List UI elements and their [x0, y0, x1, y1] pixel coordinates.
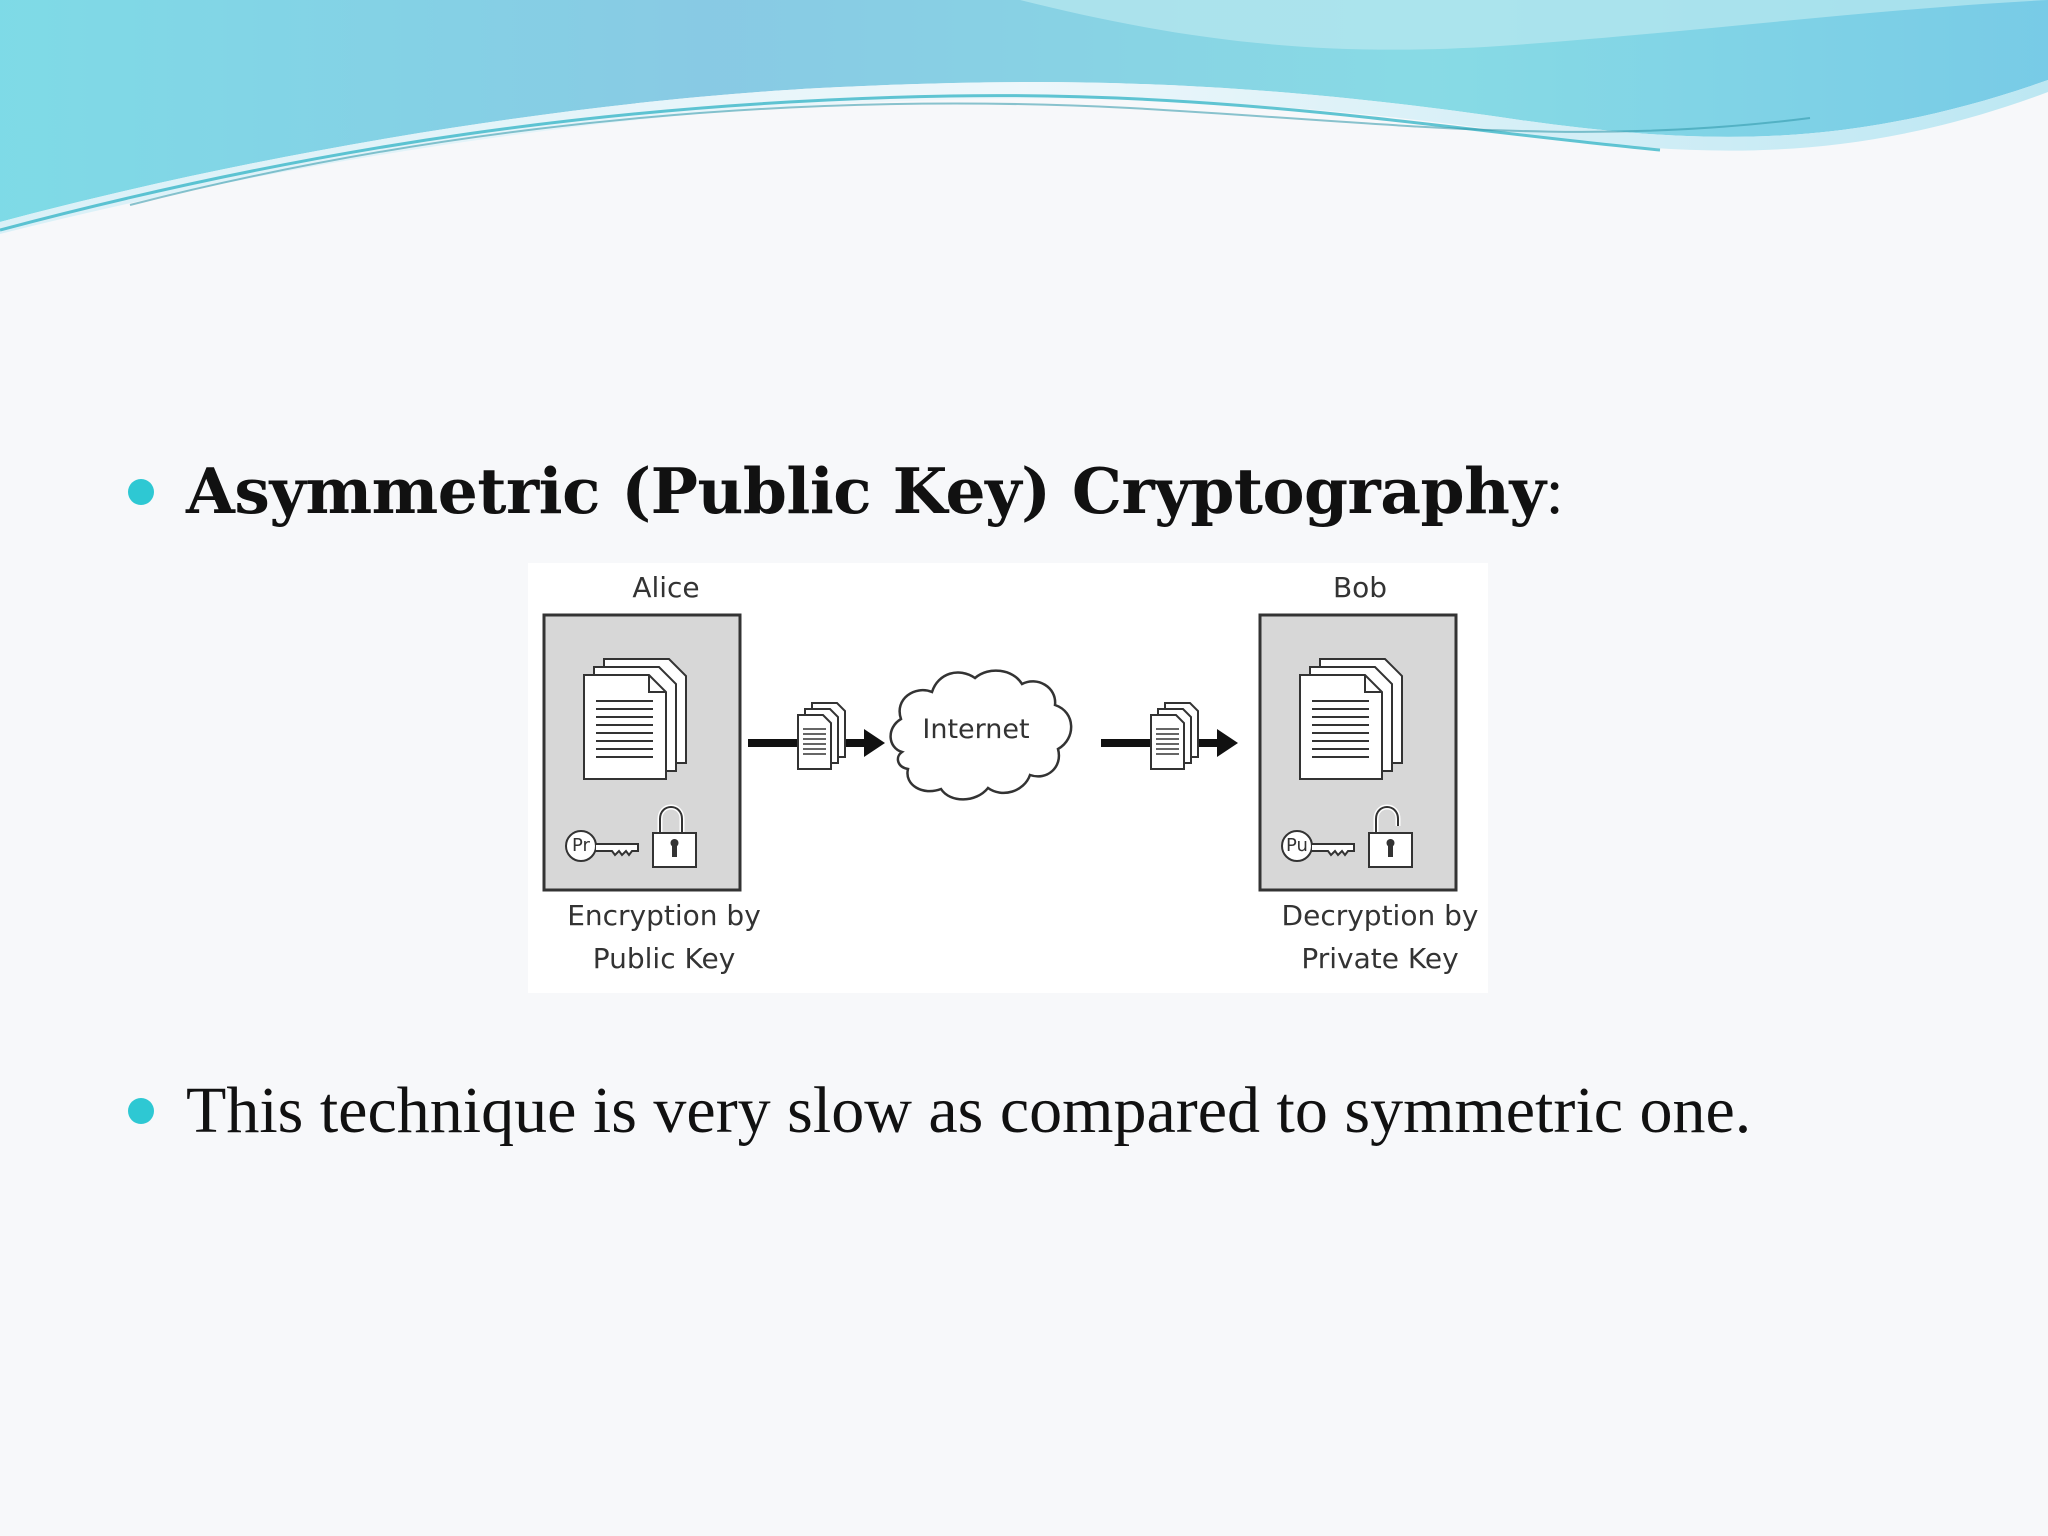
sender-caption: Encryption by Public Key [539, 894, 789, 980]
bullet-colon: : [1545, 455, 1564, 528]
sender-key-icon [565, 830, 639, 862]
bullet-dot-icon [128, 479, 154, 505]
header-wave-decoration [0, 0, 2048, 234]
receiver-name-label: Bob [1332, 571, 1388, 604]
internet-cloud-icon [889, 669, 1073, 801]
bullet-title: Asymmetric (Public Key) Cryptography [186, 454, 1546, 528]
receiver-key-icon [1281, 830, 1355, 862]
left-transfer-arrow [748, 702, 885, 770]
sender-document-icon [583, 658, 687, 780]
sender-lock-icon [652, 804, 697, 868]
bullet-row-asymmetric: Asymmetric (Public Key) Cryptography: [128, 447, 1564, 536]
right-transfer-arrow [1101, 702, 1238, 770]
sender-caption-line1: Encryption by [567, 899, 761, 932]
receiver-lock-icon [1368, 804, 1413, 868]
public-key-diagram: Alice Bob Internet Encryption by Public … [528, 563, 1488, 993]
bullet-row-performance: This technique is very slow as compared … [128, 1066, 1948, 1155]
bullet-text-performance: This technique is very slow as compared … [186, 1074, 1752, 1147]
network-label: Internet [922, 714, 1030, 745]
sender-caption-line2: Public Key [592, 942, 736, 975]
diagram-graphics [542, 613, 1458, 892]
bullet-dot-icon [128, 1098, 154, 1124]
bullet-text-asymmetric: Asymmetric (Public Key) Cryptography: [186, 447, 1564, 536]
receiver-caption-line2: Private Key [1301, 942, 1459, 975]
receiver-document-icon [1299, 658, 1403, 780]
sender-key-label: Pr [572, 835, 590, 856]
receiver-caption: Decryption by Private Key [1255, 894, 1505, 980]
receiver-key-label: Pu [1286, 835, 1308, 856]
receiver-caption-line1: Decryption by [1281, 899, 1479, 932]
sender-name-label: Alice [632, 571, 700, 604]
